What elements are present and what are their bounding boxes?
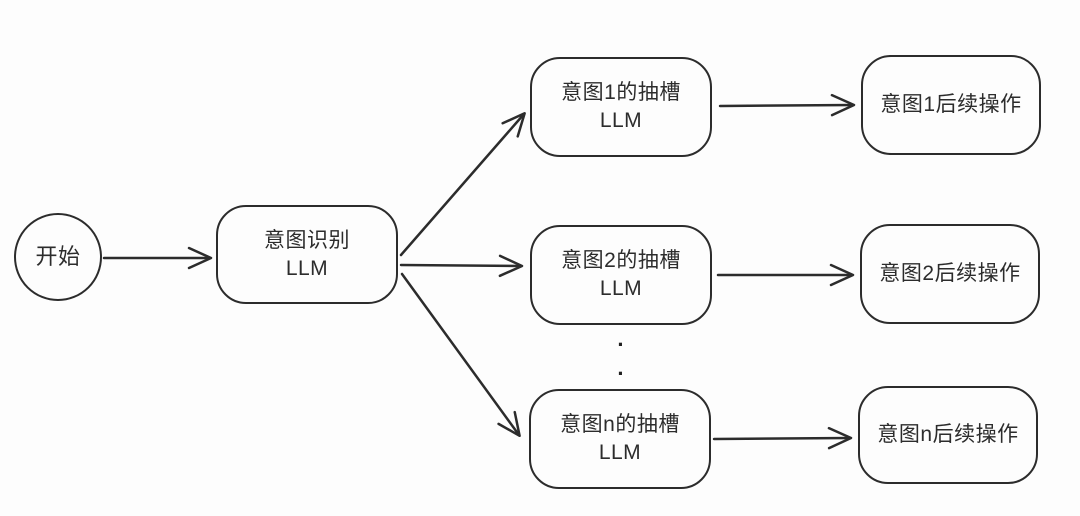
arrow-intent-to-slot3 bbox=[400, 272, 521, 438]
followup-node-1-label: 意图1后续操作 bbox=[880, 93, 1022, 116]
start-node-label: 开始 bbox=[35, 244, 81, 269]
intent-recognition-label: 意图识别 LLM bbox=[264, 228, 350, 280]
intent-recognition-node: 意图识别 LLM bbox=[216, 205, 398, 304]
followup-node-n: 意图n后续操作 bbox=[858, 386, 1038, 484]
slot-filling-node-n: 意图n的抽槽 LLM bbox=[529, 389, 711, 489]
arrow-intent-to-slot2 bbox=[399, 254, 524, 278]
slot-filling-node-2: 意图2的抽槽 LLM bbox=[530, 225, 712, 325]
slot-filling-node-n-label: 意图n的抽槽 LLM bbox=[560, 413, 680, 464]
slot-filling-node-2-label: 意图2的抽槽 LLM bbox=[561, 249, 681, 300]
followup-node-1: 意图1后续操作 bbox=[861, 55, 1041, 155]
followup-node-2-label: 意图2后续操作 bbox=[879, 262, 1021, 285]
slot-filling-node-1: 意图1的抽槽 LLM bbox=[530, 57, 712, 157]
start-node: 开始 bbox=[14, 213, 102, 301]
arrow-slot3-to-followup3 bbox=[712, 426, 853, 450]
followup-node-n-label: 意图n后续操作 bbox=[877, 423, 1019, 446]
slot-filling-node-1-label: 意图1的抽槽 LLM bbox=[561, 81, 681, 132]
followup-node-2: 意图2后续操作 bbox=[860, 224, 1040, 324]
ellipsis-dots: · · bbox=[617, 332, 625, 386]
arrow-slot1-to-followup1 bbox=[718, 93, 856, 117]
arrow-intent-to-slot1 bbox=[399, 111, 526, 257]
